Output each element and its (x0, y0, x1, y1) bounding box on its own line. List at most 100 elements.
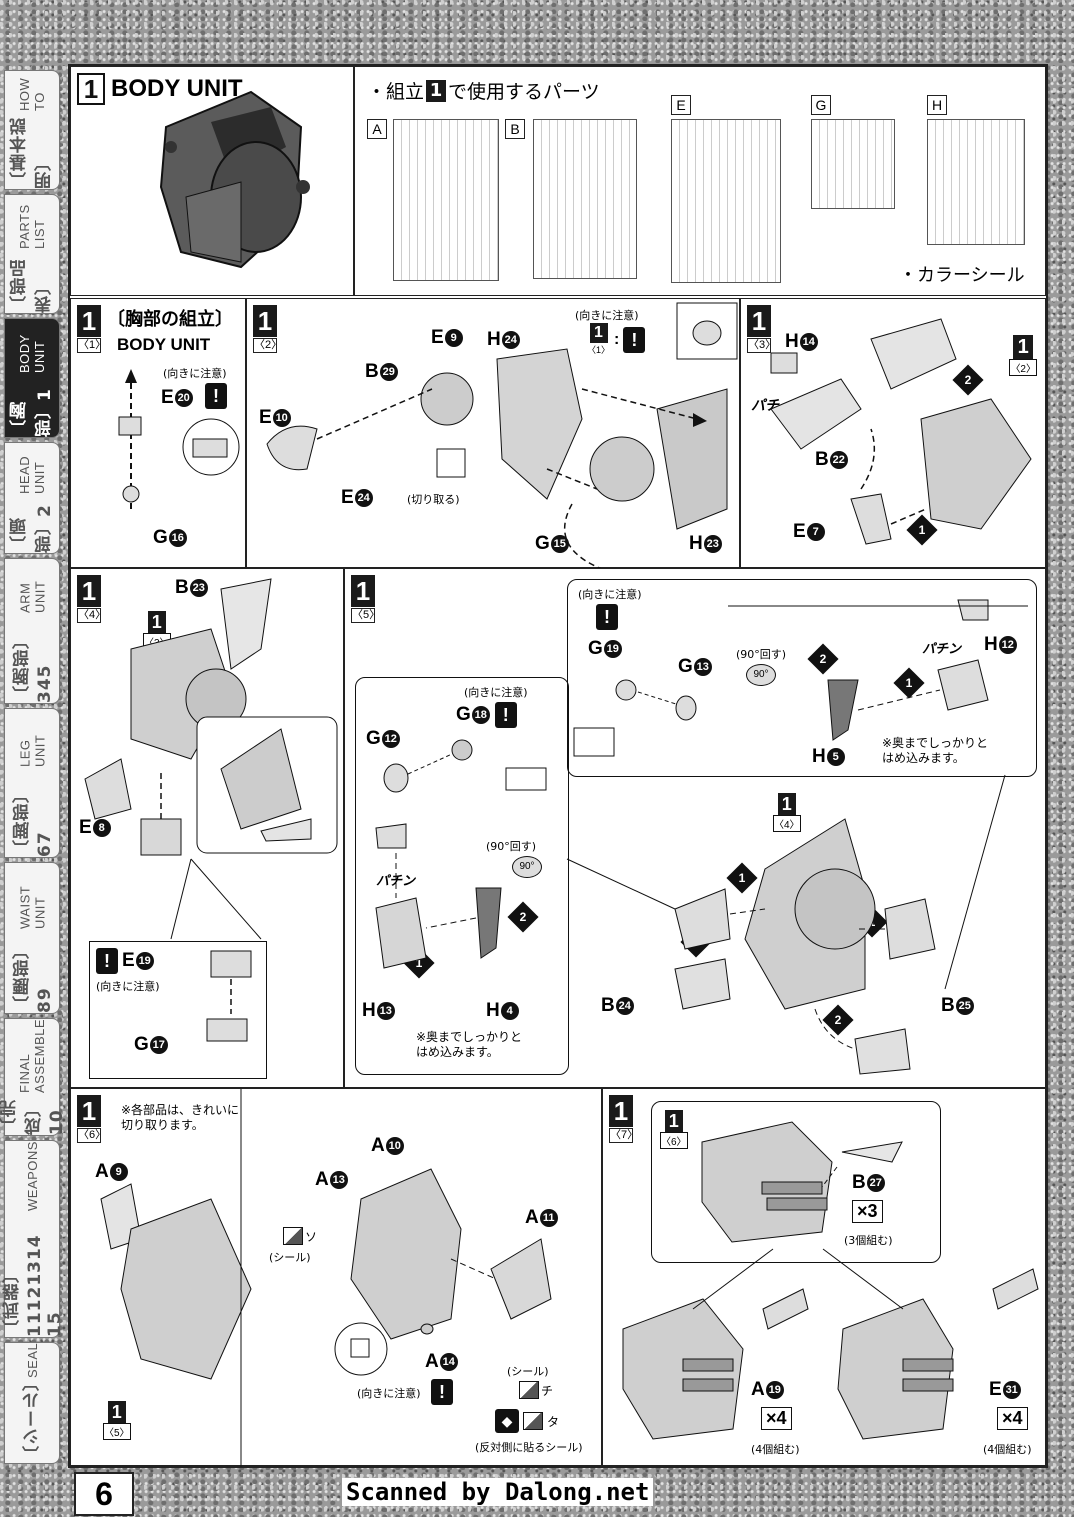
snap-sound: パチン (376, 874, 416, 889)
part-letter: B (815, 449, 829, 470)
part-letter: G (678, 656, 693, 677)
part-number: 14 (799, 333, 818, 351)
parts-heading-step: 1 (426, 79, 447, 102)
step-sub-number: 〈7〉 (609, 1128, 639, 1143)
step-number: 1 (77, 575, 101, 607)
tab-label-en: LEG UNIT (17, 734, 47, 767)
part-number: 23 (703, 535, 722, 553)
part-letter: E (793, 521, 806, 542)
tab-parts-list[interactable]: 〔部品表〕PARTS LIST (4, 194, 60, 314)
order-badge-2: 2 (952, 364, 984, 396)
tab-label-jp: 〔腕部〕345 (12, 631, 55, 703)
part-number: 17 (149, 1036, 168, 1054)
caution-text: (向きに注意) (357, 1387, 421, 1400)
seal-icon (283, 1227, 303, 1245)
ref-sub: 〈5〉 (103, 1423, 131, 1440)
rotate-text: (90°回す) (736, 648, 787, 661)
caution-text: (向きに注意) (163, 367, 227, 380)
detail-illustration (701, 1121, 903, 1243)
caution-icon: ! (494, 702, 517, 728)
part-letter: B (852, 1172, 866, 1193)
tab-label-jp: 〔頭部〕2 (10, 504, 55, 553)
order-badge-2: 2 (822, 1004, 854, 1036)
tab-body-unit[interactable]: 〔胸部〕1 BODY UNIT (4, 318, 60, 438)
cut-note: ※各部品は、きれいに 切り取ります。 (121, 1103, 240, 1132)
sprue-g-label: G (811, 95, 831, 115)
part-letter: G (588, 638, 603, 659)
part-number: 13 (376, 1002, 395, 1020)
part-number: 4 (500, 1002, 519, 1020)
part-letter: A (371, 1135, 385, 1156)
part-number: 25 (955, 997, 974, 1015)
part-number: 13 (329, 1171, 348, 1189)
sprue-e (671, 119, 781, 283)
sprue-g (811, 119, 895, 209)
tab-label-jp: 〔脚部〕67 (12, 785, 55, 857)
group-note: (4個組む) (983, 1443, 1032, 1456)
ref-number: 1 (664, 1110, 683, 1132)
part-number: 31 (1002, 1381, 1021, 1399)
part-letter: H (984, 634, 998, 655)
tab-label-jp: 〔胸部〕1 (10, 388, 55, 437)
part-letter: G (456, 704, 471, 725)
part-number: 14 (439, 1353, 458, 1371)
part-letter: H (486, 1000, 500, 1021)
group-note: (3個組む) (844, 1234, 893, 1247)
caution-icon: ! (96, 948, 118, 974)
sprue-b-label: B (505, 119, 525, 139)
part-number: 11 (539, 1209, 558, 1227)
sprue-h (927, 119, 1025, 245)
part-letter: E (989, 1379, 1002, 1400)
quantity-badge: ×3 (852, 1200, 883, 1223)
part-number: 9 (109, 1163, 128, 1181)
tab-how-to[interactable]: 〔基本説明〕HOW TO (4, 70, 60, 190)
tab-label-jp: 〔基本説明〕 (10, 117, 55, 189)
tab-label-en: BODY UNIT (17, 334, 47, 374)
step-sub-number: 〈1〉 (77, 338, 107, 353)
order-badge-1: 1 (856, 906, 888, 938)
part-number: 16 (168, 529, 187, 547)
snap-sound: パチ (751, 398, 779, 414)
step-sub-number: 〈5〉 (351, 608, 381, 623)
seal-ta: ◆タ (495, 1409, 559, 1433)
tab-label-en: PARTS LIST (17, 204, 47, 249)
caution-text: (向きに注意) (575, 309, 639, 322)
part-number: 7 (806, 523, 825, 541)
tab-leg-unit[interactable]: 〔脚部〕67 LEG UNIT (4, 708, 60, 858)
part-letter: A (425, 1351, 439, 1372)
tab-label-jp: 〔武器〕11121314 15 (2, 1234, 65, 1337)
tab-label-jp: 〔腰部〕89 (12, 941, 55, 1013)
part-number: 19 (135, 952, 154, 970)
group-note: (4個組む) (751, 1443, 800, 1456)
part-letter: A (95, 1161, 109, 1182)
sprue-a-label: A (367, 119, 387, 139)
tab-seal[interactable]: 〔シール〕SEAL (4, 1342, 60, 1464)
seal-so: ソ (283, 1227, 317, 1245)
part-number: 20 (174, 389, 193, 407)
ref-number: 1 (107, 1401, 126, 1423)
part-letter: G (366, 728, 381, 749)
step-title-en: BODY UNIT (117, 335, 211, 354)
step-sub-number: 〈2〉 (253, 338, 283, 353)
sprue-h-label: H (927, 95, 947, 115)
